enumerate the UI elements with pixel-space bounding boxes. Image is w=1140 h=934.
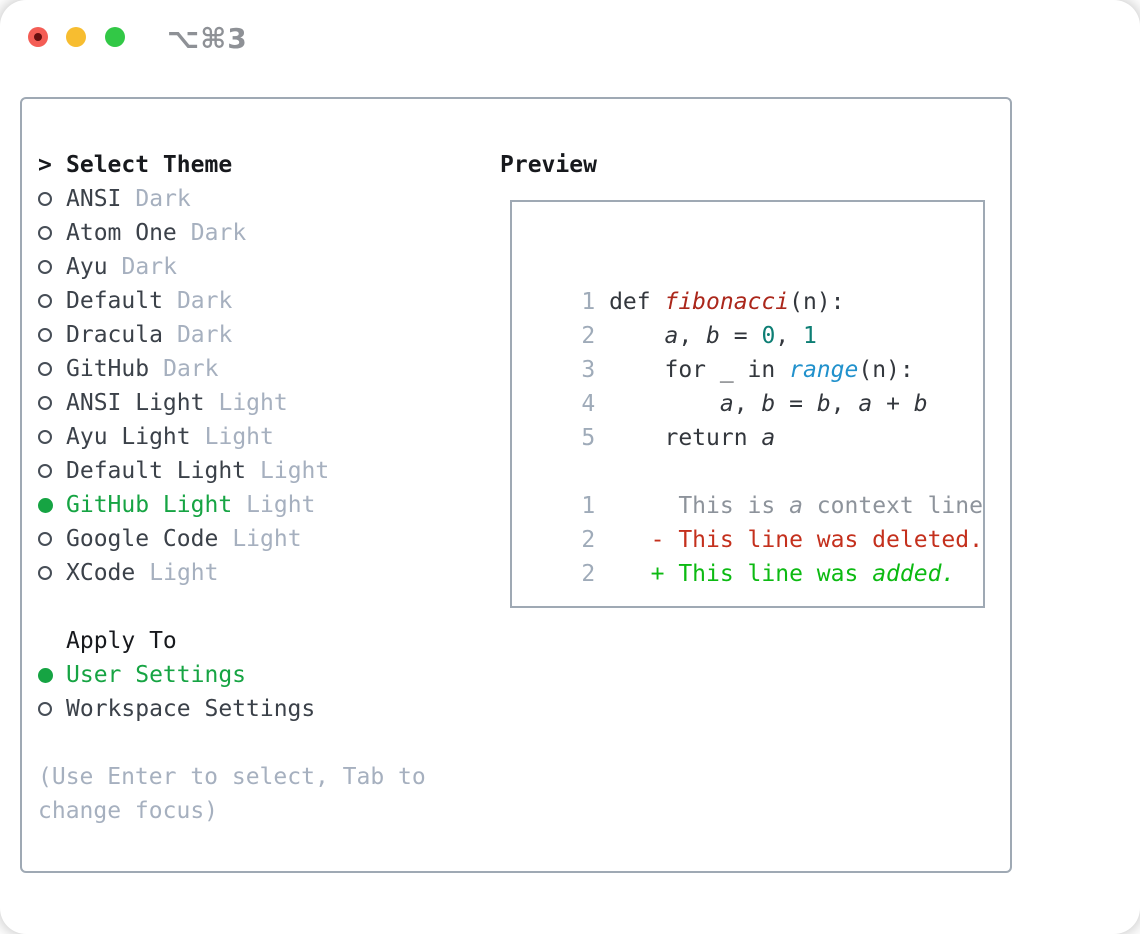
line-number: 3 <box>581 357 596 383</box>
titlebar: ⌥⌘3 <box>0 0 1140 96</box>
radio-icon <box>38 260 52 274</box>
theme-variant: Dark <box>176 288 233 314</box>
theme-list-header: > Select Theme <box>38 148 488 182</box>
theme-variant: Dark <box>121 254 177 280</box>
theme-name: Default <box>66 288 163 314</box>
theme-list-item[interactable]: GitHub Dark <box>38 352 488 386</box>
theme-list-item[interactable]: Dracula Dark <box>38 318 488 352</box>
line-number: 5 <box>581 425 596 451</box>
theme-list-item[interactable]: Google Code Light <box>38 522 488 556</box>
theme-variant: Light <box>232 526 302 552</box>
radio-icon <box>38 667 53 683</box>
maximize-button[interactable] <box>105 27 125 47</box>
radio-icon <box>38 192 52 206</box>
unsaved-dot-icon <box>34 33 42 41</box>
radio-icon <box>38 702 52 716</box>
line-number: 1 <box>581 493 596 519</box>
theme-list-item[interactable]: ANSI Dark <box>38 182 488 216</box>
code-line: 1 This is a context line. <box>526 455 983 519</box>
code-line: 2 - This line was deleted. <box>526 489 983 553</box>
theme-list-item[interactable]: Default Light Light <box>38 454 488 488</box>
theme-name: ANSI <box>66 186 122 212</box>
theme-list-item[interactable]: Ayu Light Light <box>38 420 488 454</box>
theme-list-item[interactable]: XCode Light <box>38 556 488 590</box>
theme-picker-panel: > Select Theme ANSI Dark Atom One Dark A… <box>20 97 1012 873</box>
theme-variant: Light <box>260 458 330 484</box>
theme-variant: Dark <box>135 186 191 212</box>
radio-icon <box>38 464 52 478</box>
theme-name: Google Code <box>66 526 219 552</box>
line-number: 2 <box>581 527 596 553</box>
line-number: 1 <box>581 289 596 315</box>
radio-icon <box>38 396 52 410</box>
minimize-button[interactable] <box>66 27 86 47</box>
spacer <box>38 590 488 624</box>
theme-name: Ayu Light <box>66 424 191 450</box>
window-title: ⌥⌘3 <box>167 22 248 55</box>
spacer <box>38 726 488 760</box>
left-column: > Select Theme ANSI Dark Atom One Dark A… <box>38 148 488 828</box>
theme-name: Atom One <box>66 220 177 246</box>
apply-to-item[interactable]: User Settings <box>38 658 488 692</box>
apply-to-name: Workspace Settings <box>66 696 316 722</box>
line-number: 4 <box>581 391 596 417</box>
theme-list: ANSI Dark Atom One Dark Ayu Dark Default… <box>38 182 488 590</box>
theme-list-item[interactable]: GitHub Light Light <box>38 488 488 522</box>
cursor-icon: > <box>38 152 52 178</box>
theme-name: Dracula <box>66 322 163 348</box>
theme-variant: Light <box>246 492 316 518</box>
radio-icon <box>38 497 53 513</box>
theme-variant: Light <box>204 424 274 450</box>
theme-name: Ayu <box>66 254 108 280</box>
preview-title: Preview <box>500 152 597 178</box>
code-line: 3 for _ in range(n): <box>526 319 983 383</box>
code-line: 5 return a <box>526 387 983 451</box>
apply-to-header: Apply To <box>38 624 488 658</box>
apply-to-list: User Settings Workspace Settings <box>38 658 488 726</box>
theme-list-title: Select Theme <box>66 152 233 178</box>
radio-icon <box>38 430 52 444</box>
theme-list-item[interactable]: Atom One Dark <box>38 216 488 250</box>
theme-variant: Dark <box>163 356 219 382</box>
radio-icon <box>38 226 52 240</box>
theme-variant: Light <box>149 560 219 586</box>
apply-to-name: User Settings <box>66 662 247 688</box>
theme-list-item[interactable]: Ayu Dark <box>38 250 488 284</box>
theme-variant: Light <box>218 390 288 416</box>
apply-to-item[interactable]: Workspace Settings <box>38 692 488 726</box>
help-text: (Use Enter to select, Tab to change focu… <box>38 764 426 824</box>
line-number: 2 <box>581 323 596 349</box>
theme-variant: Dark <box>176 322 233 348</box>
radio-icon <box>38 532 52 546</box>
line-number: 2 <box>581 561 596 587</box>
radio-icon <box>38 566 52 580</box>
radio-icon <box>38 294 52 308</box>
theme-name: Default Light <box>66 458 247 484</box>
theme-list-item[interactable]: Default Dark <box>38 284 488 318</box>
apply-to-title: Apply To <box>66 628 177 654</box>
theme-name: ANSI Light <box>66 390 205 416</box>
code-line: 2 + This line was added. <box>526 523 983 587</box>
theme-name: GitHub <box>66 356 150 382</box>
code-line: 4 a, b = b, a + b <box>526 353 983 417</box>
code-line: 2 a, b = 0, 1 <box>526 285 983 349</box>
theme-list-item[interactable]: ANSI Light Light <box>38 386 488 420</box>
close-button[interactable] <box>28 27 48 47</box>
theme-name: GitHub Light <box>66 492 233 518</box>
radio-icon <box>38 328 52 342</box>
theme-variant: Dark <box>190 220 247 246</box>
radio-icon <box>38 362 52 376</box>
theme-name: XCode <box>66 560 136 586</box>
